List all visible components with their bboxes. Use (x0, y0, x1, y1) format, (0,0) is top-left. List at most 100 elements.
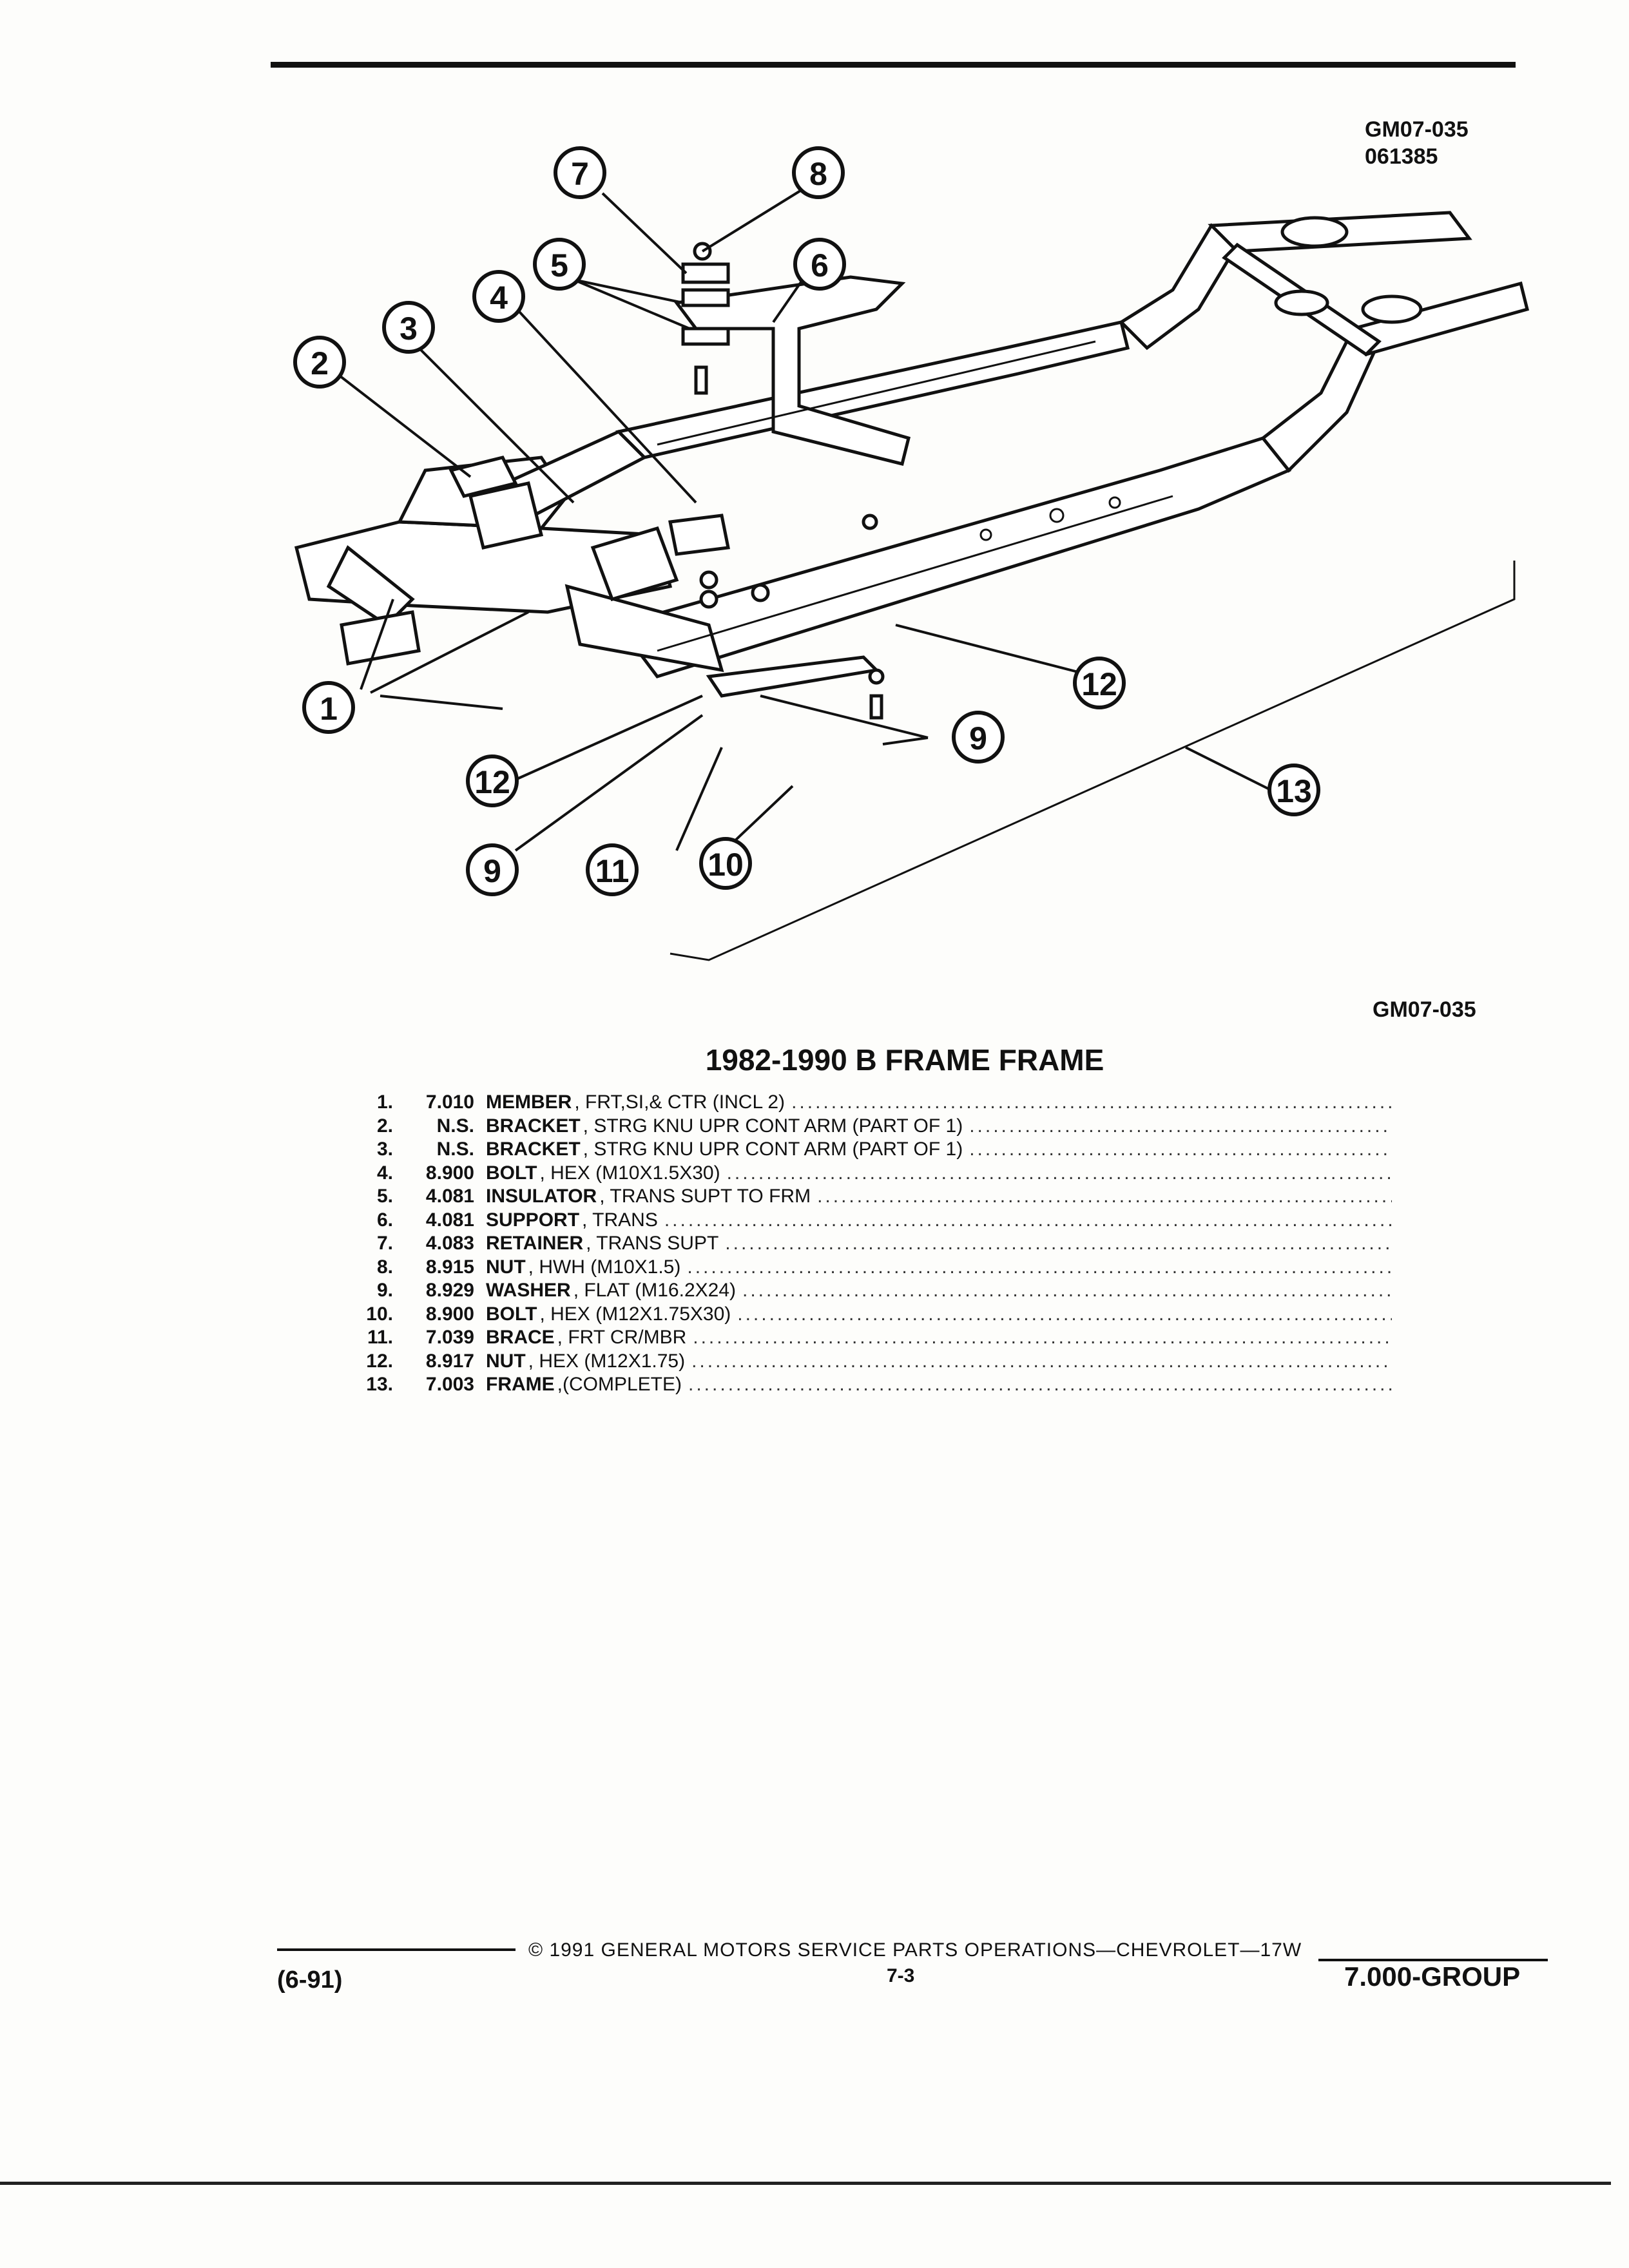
callout-12-right: 12 (1073, 657, 1126, 709)
part-group-code: 8.900 (425, 1303, 474, 1325)
callout-7-label: 7 (571, 156, 589, 192)
part-name: BRACKET (486, 1115, 581, 1137)
dot-leader (785, 1091, 1392, 1113)
illustration-code: GM07-035 061385 (1365, 116, 1469, 170)
part-description: , TRANS SUPT TO FRM (599, 1186, 811, 1207)
illustration-code-line2: 061385 (1365, 144, 1438, 169)
callout-9-right: 9 (952, 711, 1005, 764)
callout-6-label: 6 (811, 247, 829, 284)
callout-9-right-label: 9 (969, 720, 987, 756)
list-item: 2. N.S. BRACKET, STRG KNU UPR CONT ARM (PA… (335, 1115, 1392, 1139)
part-number: 7. (376, 1233, 393, 1254)
part-group-code: 4.081 (425, 1209, 474, 1231)
part-name: RETAINER (486, 1233, 584, 1254)
footer-date: (6-91) (277, 1966, 343, 1994)
callout-10: 10 (699, 837, 752, 890)
part-description: , STRG KNU UPR CONT ARM (PART OF 1) (583, 1115, 963, 1137)
callout-8-label: 8 (809, 156, 827, 192)
callout-2: 2 (293, 336, 346, 389)
dot-leader (680, 1256, 1392, 1278)
list-item: 6. 4.081 SUPPORT, TRANS (335, 1209, 1392, 1233)
leader-lines (327, 179, 1270, 852)
bottom-rule (0, 2182, 1611, 2185)
callout-12-left-label: 12 (474, 764, 510, 800)
part-name: BOLT (486, 1303, 537, 1325)
callout-1: 1 (302, 681, 355, 734)
footer-rule-left (277, 1948, 516, 1951)
footer-copyright: © 1991 GENERAL MOTORS SERVICE PARTS OPER… (528, 1939, 1302, 1961)
part-number: 12. (366, 1350, 393, 1372)
callout-9-left: 9 (466, 843, 519, 896)
part-name: BRACKET (486, 1139, 581, 1160)
callout-8: 8 (792, 146, 845, 199)
callout-5-label: 5 (550, 247, 568, 284)
part-number: 1. (376, 1091, 393, 1113)
list-item: 1. 7.010 MEMBER, FRT,SI,& CTR (INCL 2) (335, 1091, 1392, 1115)
callout-1-label: 1 (320, 691, 338, 727)
callout-12-left: 12 (466, 754, 519, 807)
dot-leader (658, 1209, 1392, 1231)
part-description: , TRANS (582, 1209, 658, 1231)
part-number: 10. (366, 1303, 393, 1325)
part-number: 5. (376, 1186, 393, 1207)
part-group-code: 7.010 (425, 1091, 474, 1113)
part-number: 6. (376, 1209, 393, 1231)
callout-4: 4 (472, 270, 525, 323)
callout-3-label: 3 (400, 311, 418, 347)
part-name: MEMBER (486, 1091, 572, 1113)
dot-leader (685, 1350, 1392, 1372)
page-title: 1982-1990 B FRAME FRAME (705, 1043, 1104, 1077)
callout-6: 6 (793, 238, 846, 291)
list-item: 5. 4.081 INSULATOR, TRANS SUPT TO FRM (335, 1186, 1392, 1209)
parts-list: 1. 7.010 MEMBER, FRT,SI,& CTR (INCL 2) 2. N.… (335, 1091, 1392, 1398)
part-number: 2. (376, 1115, 393, 1137)
callout-2-label: 2 (311, 345, 329, 381)
dot-leader (963, 1139, 1392, 1160)
diagram-code: GM07-035 (1373, 997, 1476, 1022)
list-item: 3.N.S.BRACKET, STRG KNU UPR CONT ARM (PA… (335, 1139, 1392, 1162)
callout-13-label: 13 (1276, 773, 1312, 809)
part-description: , FRT CR/MBR (557, 1327, 687, 1348)
part-name: BOLT (486, 1162, 537, 1184)
callout-13: 13 (1268, 764, 1320, 816)
callout-9-left-label: 9 (483, 853, 501, 889)
part-name: WASHER (486, 1280, 571, 1301)
part-name: INSULATOR (486, 1186, 597, 1207)
dot-leader (686, 1327, 1392, 1349)
dot-leader (963, 1115, 1392, 1137)
part-name: BRACE (486, 1327, 555, 1348)
part-group-code: 8.929 (425, 1280, 474, 1301)
part-number: 11. (367, 1327, 393, 1348)
dot-leader (720, 1162, 1392, 1184)
part-description: , HEX (M10X1.5X30) (539, 1162, 720, 1184)
part-description: , HWH (M10X1.5) (528, 1256, 681, 1278)
part-description: , FLAT (M16.2X24) (573, 1280, 737, 1301)
part-group-code: 8.915 (425, 1256, 474, 1278)
list-item: 10. 8.900 BOLT, HEX (M12X1.75X30) (335, 1303, 1392, 1327)
part-number: 4. (376, 1162, 393, 1184)
part-name: SUPPORT (486, 1209, 580, 1231)
part-description: , FRT,SI,& CTR (INCL 2) (574, 1091, 786, 1113)
part-group-code: N.S. (436, 1115, 474, 1137)
part-description: , STRG KNU UPR CONT ARM (PART OF 1) (583, 1139, 963, 1160)
part-description: , HEX (M12X1.75X30) (539, 1303, 731, 1325)
callout-11: 11 (586, 843, 639, 896)
part-group-code: 7.003 (425, 1374, 474, 1395)
part-name: NUT (486, 1350, 526, 1372)
frame-drawing (294, 211, 1530, 961)
dot-leader (682, 1374, 1392, 1396)
part-description: , HEX (M12X1.75) (528, 1350, 686, 1372)
callout-7: 7 (554, 146, 606, 199)
page-number: 7-3 (887, 1965, 915, 1986)
part-description: , TRANS SUPT (586, 1233, 719, 1254)
part-number: 8. (376, 1256, 393, 1278)
part-number: 3. (376, 1139, 393, 1160)
part-group-code: 4.081 (425, 1186, 474, 1207)
callout-10-label: 10 (708, 847, 744, 883)
callout-12-right-label: 12 (1081, 666, 1117, 702)
